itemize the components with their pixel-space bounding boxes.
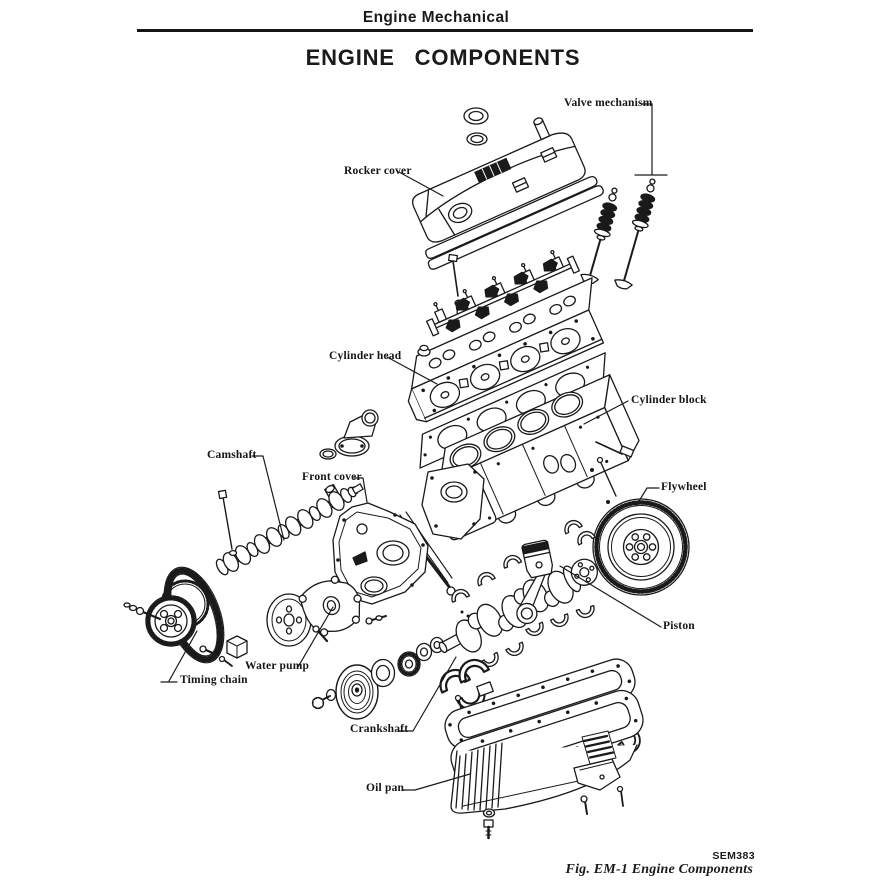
label-piston: Piston — [663, 620, 695, 632]
crank-pulley-drawing — [311, 658, 396, 720]
label-water-pump: Water pump — [245, 660, 310, 672]
leader-camshaft — [251, 455, 285, 541]
page-title: ENGINE COMPONENTS — [305, 45, 581, 70]
thermostat-housing-drawing — [319, 409, 379, 460]
leader-crankshaft — [398, 656, 457, 732]
label-timing-chain: Timing chain — [180, 674, 248, 686]
camshaft-bolt-drawing — [217, 489, 238, 557]
drain-plug-drawing — [482, 808, 496, 840]
label-flywheel: Flywheel — [661, 481, 707, 493]
valve-mechanism-drawing — [580, 178, 656, 290]
section-title: Engine Mechanical — [362, 9, 510, 26]
rocker-cover-drawing — [412, 107, 604, 316]
label-cylinder-block: Cylinder block — [631, 394, 707, 406]
piston-drawing — [516, 539, 554, 625]
leader-water-pump — [297, 606, 334, 668]
timing-chain-drawing — [123, 566, 225, 664]
leader-piston — [559, 565, 662, 628]
leader-timing-chain — [160, 630, 198, 683]
header-rule — [137, 29, 753, 32]
leader-flywheel — [635, 487, 660, 507]
label-rocker-cover: Rocker cover — [344, 165, 412, 177]
cylinder-head-drawing — [407, 277, 605, 423]
figure-code: SEM383 — [712, 850, 755, 862]
label-valve-mechanism: Valve mechanism — [564, 97, 653, 109]
baffle-drawing — [573, 730, 624, 815]
main-caps-drawing — [434, 653, 494, 715]
water-pump-drawing — [266, 575, 362, 647]
figure-caption: Fig. EM-1 Engine Components — [565, 862, 753, 877]
leader-rocker-cover — [398, 171, 444, 197]
chain-tensioner-drawing — [199, 635, 248, 667]
leader-valve-mechanism — [634, 103, 668, 176]
front-plate-drawing — [399, 463, 485, 596]
label-crankshaft: Crankshaft — [350, 723, 409, 735]
camshaft-drawing — [215, 483, 364, 576]
label-oil-pan: Oil pan — [366, 782, 405, 794]
flywheel-drawing — [592, 498, 690, 596]
label-cylinder-head: Cylinder head — [329, 350, 402, 362]
front-cover-drawing — [324, 483, 429, 625]
leader-front-cover — [353, 477, 368, 503]
bearing-shells-drawing — [448, 516, 647, 770]
label-front-cover: Front cover — [302, 471, 362, 483]
leader-oil-pan — [402, 773, 471, 791]
label-camshaft: Camshaft — [207, 449, 257, 461]
crank-sprocket-drawing — [397, 636, 445, 677]
rocker-shaft-assembly-drawing — [426, 249, 580, 337]
leader-cylinder-block — [583, 400, 629, 425]
block-studs-drawing — [590, 441, 635, 504]
leader-cylinder-head — [386, 356, 438, 385]
leader-lines — [160, 103, 668, 791]
